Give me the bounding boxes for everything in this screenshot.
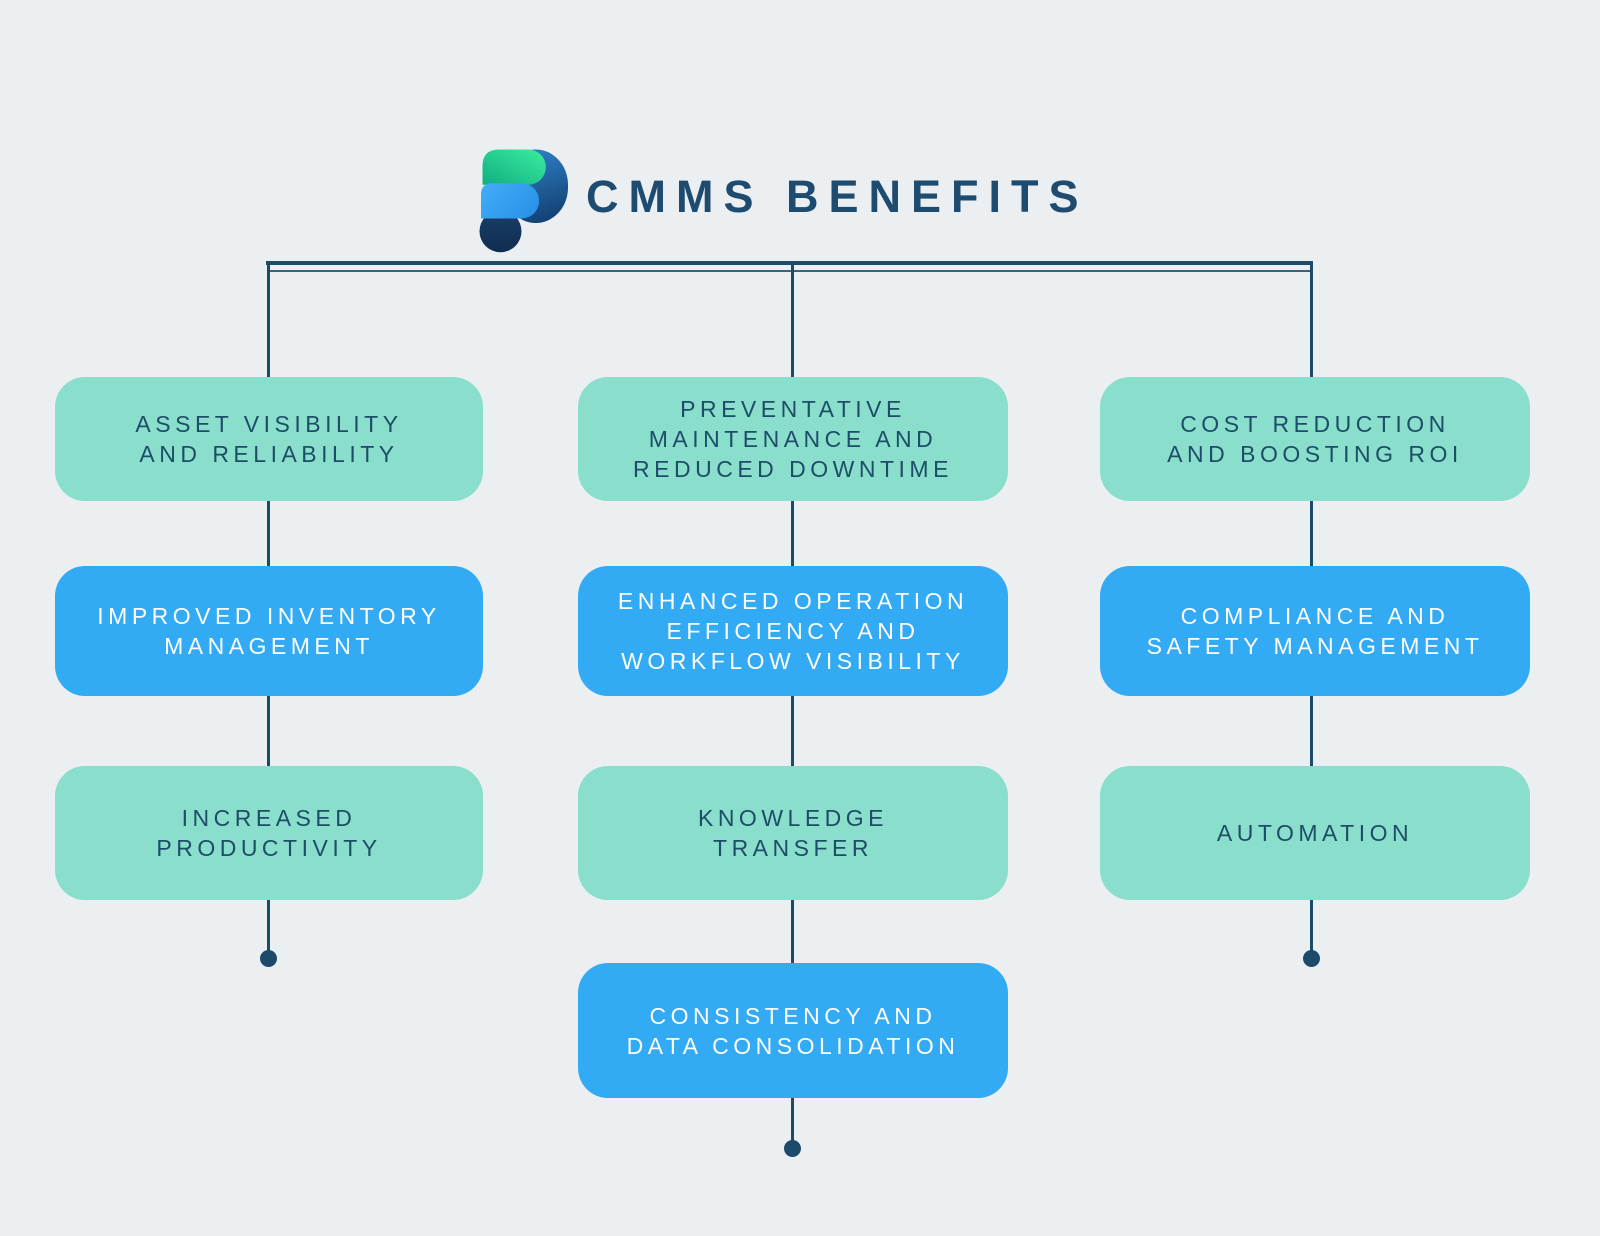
- benefit-box-preventative-maintenance: PREVENTATIVE MAINTENANCE AND REDUCED DOW…: [578, 377, 1008, 501]
- benefit-box-compliance-safety: COMPLIANCE AND SAFETY MANAGEMENT: [1100, 566, 1530, 696]
- brand: CMMS BENEFITS: [478, 148, 1079, 258]
- benefit-box-cost-reduction: COST REDUCTION AND BOOSTING ROI: [1100, 377, 1530, 501]
- page-title: CMMS BENEFITS: [586, 171, 1089, 222]
- connector-endpoint-dot-left: [259, 949, 277, 967]
- benefit-box-automation: AUTOMATION: [1100, 766, 1530, 900]
- connector-stem-center: [790, 262, 794, 1148]
- benefit-box-improved-inventory: IMPROVED INVENTORY MANAGEMENT: [55, 566, 483, 696]
- benefit-box-consistency-data: CONSISTENCY AND DATA CONSOLIDATION: [578, 963, 1008, 1098]
- logo-green-shape: [482, 149, 546, 185]
- benefit-box-asset-visibility: ASSET VISIBILITY AND RELIABILITY: [55, 377, 483, 501]
- connector-horizontal-line-thin: [268, 270, 1311, 272]
- benefit-box-enhanced-operation: ENHANCED OPERATION EFFICIENCY AND WORKFL…: [578, 566, 1008, 696]
- connector-endpoint-dot-right: [1302, 949, 1320, 967]
- benefit-box-increased-productivity: INCREASED PRODUCTIVITY: [55, 766, 483, 900]
- logo-lightblue-shape: [481, 183, 540, 219]
- connector-horizontal-line: [266, 261, 1313, 265]
- benefit-box-knowledge-transfer: KNOWLEDGE TRANSFER: [578, 766, 1008, 900]
- logo-bottom-dot-shape: [479, 210, 522, 253]
- connector-endpoint-dot-center: [783, 1139, 801, 1157]
- brand-logo-icon: [479, 149, 568, 253]
